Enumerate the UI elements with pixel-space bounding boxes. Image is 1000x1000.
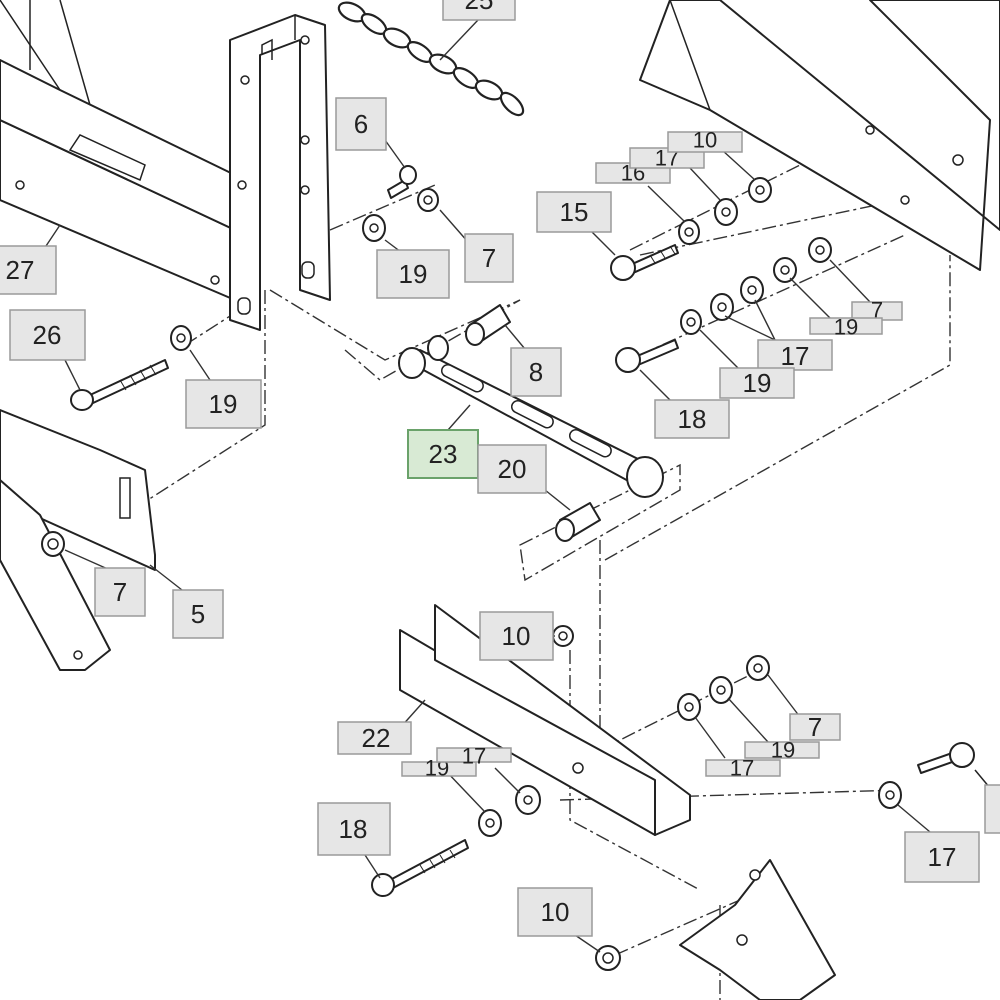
svg-text:17: 17 [781, 341, 810, 371]
svg-text:5: 5 [191, 599, 205, 629]
bushings [427, 304, 601, 542]
chain-25 [337, 1, 525, 117]
callout-7-right: 7 [851, 298, 903, 323]
callout-10-top: 10 [667, 128, 743, 153]
callout-17-lower-right: 17 [705, 756, 781, 781]
link-bar-23 [398, 347, 664, 498]
svg-text:6: 6 [354, 109, 368, 139]
callout-17-far-right: 17 [904, 831, 980, 883]
svg-text:17: 17 [928, 842, 957, 872]
callout-10-mid: 10 [479, 611, 554, 661]
svg-text:23: 23 [429, 439, 458, 469]
callout-19-mid: 19 [719, 367, 795, 399]
svg-text:19: 19 [743, 368, 772, 398]
callout-19-top: 19 [376, 249, 450, 299]
assembly-centerlines [139, 129, 951, 1000]
callout-19-right: 19 [809, 315, 883, 340]
channel-bracket-22 [399, 604, 691, 836]
svg-text:15: 15 [560, 197, 589, 227]
callout-27: 27 [0, 245, 57, 295]
svg-text:7: 7 [482, 243, 496, 273]
svg-text:18: 18 [678, 404, 707, 434]
bolts [70, 165, 1000, 897]
svg-text:20: 20 [498, 454, 527, 484]
svg-text:25: 25 [465, 0, 494, 15]
callout-5: 5 [172, 589, 224, 639]
callout-6: 6 [335, 97, 387, 151]
callout-20: 20 [477, 444, 547, 494]
callout-23: 23 [407, 429, 479, 479]
svg-text:19: 19 [834, 315, 858, 340]
callout-26: 26 [9, 309, 86, 361]
svg-text:22: 22 [362, 723, 391, 753]
callout-17-bottom: 17 [436, 744, 512, 769]
callout-10-bottom: 10 [517, 887, 593, 937]
callout-19-left: 19 [185, 379, 262, 429]
svg-text:7: 7 [871, 298, 883, 323]
svg-text:7: 7 [113, 577, 127, 607]
svg-text:10: 10 [693, 128, 717, 153]
callout-8: 8 [510, 347, 562, 397]
washers-and-nuts [41, 125, 910, 971]
svg-text:8: 8 [529, 357, 543, 387]
lower-arm-bracket-5 [0, 409, 156, 671]
frame-weldment-27 [0, 0, 236, 301]
callout-7-top: 7 [464, 233, 514, 283]
svg-text:17: 17 [730, 756, 754, 781]
callout-7-left: 7 [94, 567, 146, 617]
channel-post [229, 14, 331, 331]
hitch-plate-top-right [639, 0, 1000, 271]
svg-text:10: 10 [541, 897, 570, 927]
callout-18-bottom: 18 [317, 802, 391, 856]
leader-lines [29, 19, 931, 953]
svg-text:19: 19 [209, 389, 238, 419]
callout-19-lower-right: 19 [744, 738, 820, 763]
callout-15: 15 [536, 191, 612, 233]
callout-edge-right [984, 784, 1000, 834]
svg-text:18: 18 [339, 814, 368, 844]
svg-text:26: 26 [33, 320, 62, 350]
svg-text:10: 10 [502, 621, 531, 651]
svg-text:7: 7 [808, 712, 822, 742]
callout-7-lower-right: 7 [789, 712, 841, 742]
angle-bracket-bottom-right [679, 859, 836, 1000]
svg-text:19: 19 [771, 738, 795, 763]
svg-text:17: 17 [462, 744, 486, 769]
callout-17-right: 17 [757, 339, 833, 371]
callout-18-top: 18 [654, 399, 730, 439]
svg-text:19: 19 [399, 259, 428, 289]
svg-text:27: 27 [6, 255, 35, 285]
callout-22: 22 [337, 721, 412, 755]
callout-25: 25 [442, 0, 516, 21]
